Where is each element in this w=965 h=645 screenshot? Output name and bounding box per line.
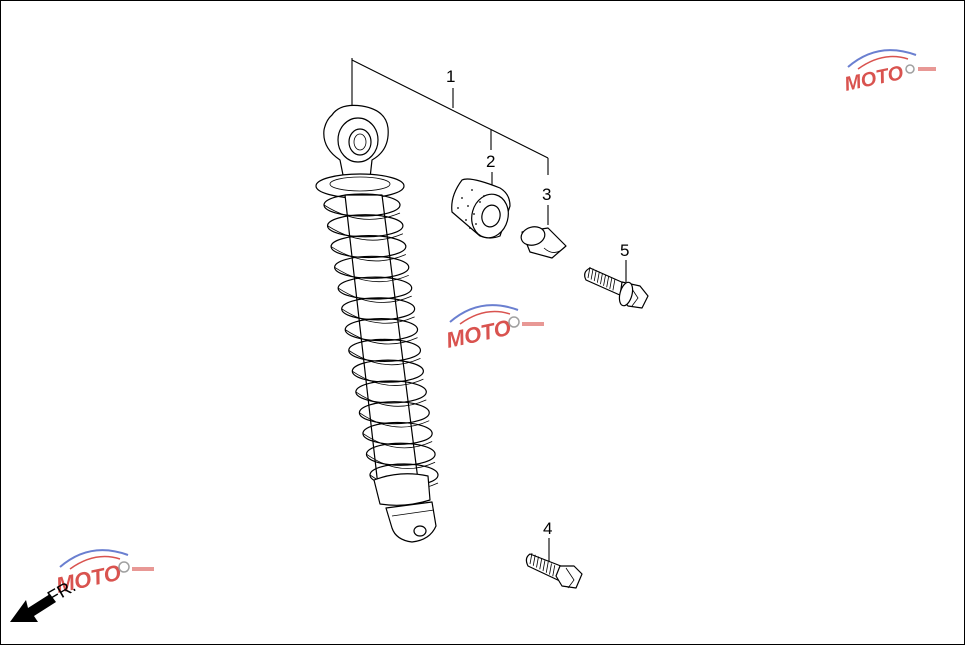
spring-coil bbox=[326, 214, 404, 238]
thread-line bbox=[603, 274, 606, 286]
texture-dot bbox=[461, 197, 463, 199]
coil-spring bbox=[323, 193, 439, 490]
spring-coil bbox=[344, 318, 419, 342]
texture-dot bbox=[465, 219, 467, 221]
spring-coil-edge bbox=[359, 412, 430, 428]
texture-dot bbox=[475, 223, 477, 225]
spring-coil-edge bbox=[366, 453, 436, 469]
thread-line bbox=[545, 561, 549, 573]
thread-line bbox=[596, 271, 600, 283]
front-direction-indicator: FR. bbox=[10, 576, 79, 622]
callout-3: 3 bbox=[542, 185, 551, 204]
spring-coil bbox=[358, 401, 430, 425]
hex-bolt-part-4 bbox=[525, 552, 583, 589]
thread-line bbox=[532, 554, 536, 566]
texture-dot bbox=[471, 189, 473, 191]
shock-absorber-part-1 bbox=[315, 104, 439, 543]
spring-coil bbox=[365, 442, 436, 466]
bolt-threads bbox=[587, 266, 616, 291]
texture-dot bbox=[467, 205, 469, 207]
spring-coil bbox=[351, 359, 424, 383]
texture-dot bbox=[457, 207, 459, 209]
thread-line bbox=[552, 565, 556, 577]
thread-line bbox=[593, 270, 597, 282]
spring-coil-edge bbox=[362, 433, 433, 449]
collar-part-3 bbox=[520, 226, 567, 259]
spring-coil-edge bbox=[352, 370, 424, 386]
spring-coil bbox=[337, 276, 413, 300]
flange-bolt-part-5 bbox=[584, 266, 649, 309]
thread-line bbox=[600, 273, 603, 285]
spring-coil-edge bbox=[355, 391, 427, 407]
thread-line bbox=[539, 558, 543, 570]
spring-coil-edge bbox=[330, 246, 407, 262]
thread-line bbox=[542, 559, 546, 572]
texture-dot bbox=[479, 201, 481, 203]
spring-coil bbox=[355, 380, 427, 404]
thread-line bbox=[536, 556, 539, 568]
thread-line bbox=[587, 266, 591, 279]
spring-coil bbox=[334, 255, 410, 279]
bushing-texture bbox=[457, 189, 485, 229]
spring-coil-edge bbox=[323, 204, 401, 220]
spring-coil bbox=[348, 338, 422, 362]
thread-line bbox=[549, 563, 552, 575]
thread-line bbox=[590, 268, 594, 280]
spring-coil bbox=[330, 234, 407, 259]
callout-2: 2 bbox=[486, 152, 495, 171]
front-arrow-icon bbox=[10, 594, 56, 622]
spring-coil bbox=[341, 297, 416, 321]
rubber-bushing-part-2 bbox=[451, 178, 511, 239]
watermark-text: MOTO bbox=[842, 62, 905, 96]
watermark-text: MOTO bbox=[444, 315, 513, 353]
thread-line bbox=[606, 276, 610, 288]
spring-coil-edge bbox=[341, 308, 415, 324]
spring-coil-edge bbox=[337, 287, 412, 303]
spring-coil-edge bbox=[345, 329, 418, 345]
callout-4: 4 bbox=[543, 519, 552, 538]
texture-dot bbox=[473, 213, 475, 215]
thread-line bbox=[529, 552, 533, 565]
watermark-logo-top-right: MOTO bbox=[842, 49, 936, 96]
texture-dot bbox=[483, 195, 485, 197]
thread-line bbox=[609, 277, 613, 289]
spring-coil-edge bbox=[348, 350, 421, 366]
texture-dot bbox=[469, 227, 471, 229]
spring-coil bbox=[362, 421, 433, 446]
spring-coil-edge bbox=[327, 225, 404, 241]
watermark-logo-center: MOTO bbox=[444, 304, 544, 353]
bolt-threads bbox=[529, 552, 556, 577]
callout-1: 1 bbox=[446, 67, 455, 86]
callout-5: 5 bbox=[620, 241, 629, 260]
spring-coil bbox=[323, 193, 401, 217]
spring-coil-edge bbox=[334, 266, 409, 283]
thread-line bbox=[612, 279, 616, 291]
